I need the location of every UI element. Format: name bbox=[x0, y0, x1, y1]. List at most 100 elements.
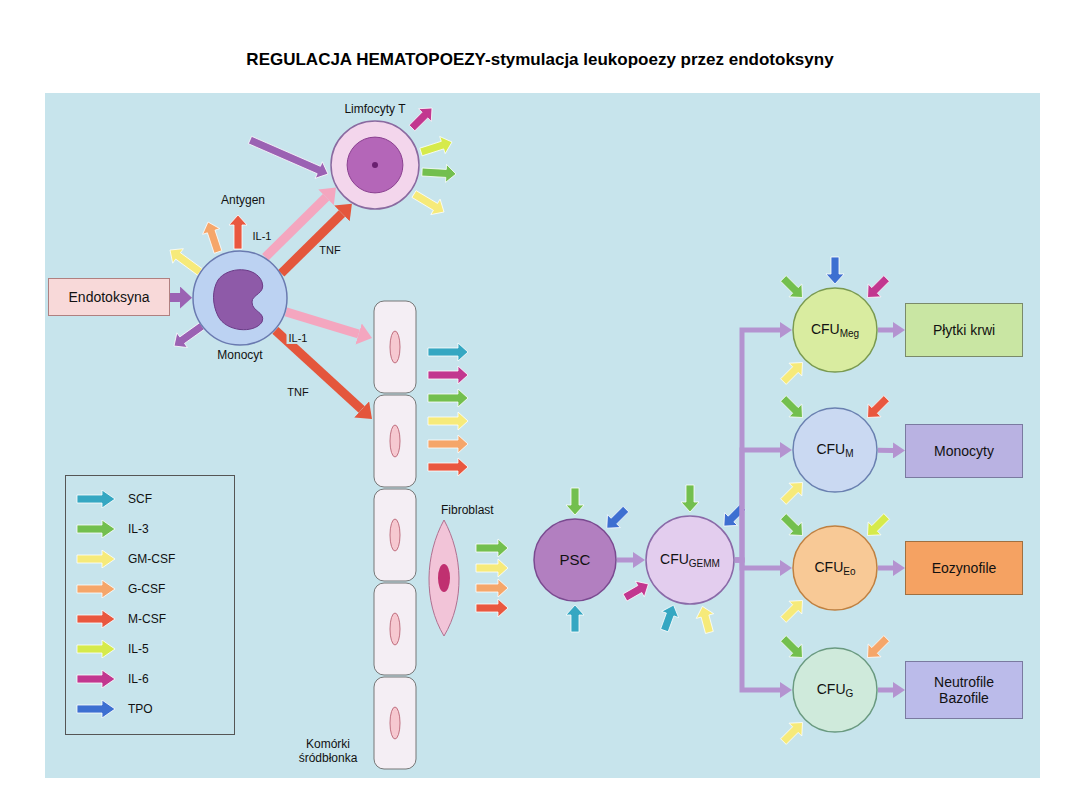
node-text-group: Endotoksyna bbox=[69, 289, 150, 305]
connector-arrow bbox=[170, 293, 180, 302]
cytokine-arrow bbox=[248, 136, 328, 178]
legend-row: SCF bbox=[76, 490, 152, 508]
cytokine-arrow bbox=[661, 605, 679, 632]
cell-circle bbox=[793, 648, 877, 732]
node-outline bbox=[372, 300, 418, 770]
subscript-text: GEMM bbox=[689, 558, 720, 569]
legend-arrow bbox=[77, 520, 115, 538]
legend-arrow bbox=[77, 640, 115, 658]
node-text: Neutrofile Bazofile bbox=[934, 674, 994, 706]
node-text: CFU bbox=[814, 559, 843, 575]
legend-text: IL-6 bbox=[128, 672, 149, 686]
cytokine-arrow bbox=[476, 559, 508, 577]
cytokine-arrow bbox=[203, 222, 222, 253]
cytokine-arrow bbox=[781, 396, 803, 418]
cell-nucleus bbox=[390, 707, 400, 739]
legend-text: G-CSF bbox=[128, 582, 165, 596]
legend-arrow bbox=[77, 670, 115, 688]
endothelium-column: Komórki śródbłonka bbox=[372, 300, 418, 770]
node-text: CFU bbox=[660, 551, 689, 567]
progenitor-cell: CFUEo bbox=[792, 525, 878, 611]
subscript-text: Meg bbox=[840, 328, 859, 339]
legend-swatch bbox=[76, 610, 116, 628]
product-box: Płytki krwi bbox=[905, 303, 1023, 357]
nucleolus bbox=[372, 162, 378, 168]
legend-row: M-CSF bbox=[76, 610, 166, 628]
node-text: Monocyty bbox=[934, 443, 994, 459]
cytokine-arrow bbox=[229, 215, 247, 249]
node-text-group: Eozynofile bbox=[932, 560, 997, 576]
cell-nucleus bbox=[390, 331, 400, 363]
cell-membrane bbox=[193, 251, 287, 345]
legend-swatch bbox=[76, 520, 116, 538]
cytokine-arrow bbox=[623, 581, 648, 601]
node-text: CFU bbox=[817, 681, 846, 697]
node-text: Eozynofile bbox=[932, 560, 997, 576]
subscript-text: Eo bbox=[843, 566, 855, 577]
fibroblast-body bbox=[429, 520, 459, 636]
connector-arrow bbox=[275, 330, 361, 409]
progenitor-cell: CFUMeg bbox=[792, 287, 878, 373]
node-text: CFU bbox=[811, 321, 840, 337]
subscript-text: G bbox=[846, 688, 854, 699]
node-text-group: Monocyty bbox=[934, 443, 994, 459]
cell-label: Monocyt bbox=[217, 349, 262, 363]
cytokine-arrow bbox=[566, 605, 584, 632]
legend-row: TPO bbox=[76, 700, 153, 718]
cytokine-arrow bbox=[781, 601, 803, 623]
legend-swatch bbox=[76, 640, 116, 658]
legend-text: SCF bbox=[128, 492, 152, 506]
cytokine-label: IL-1 bbox=[287, 332, 310, 344]
connector-arrow bbox=[878, 688, 893, 693]
legend-text: IL-5 bbox=[128, 642, 149, 656]
progenitor-cell: CFUM bbox=[792, 407, 878, 493]
cytokine-arrow bbox=[428, 435, 468, 453]
cytokine-arrow bbox=[409, 108, 432, 131]
legend-row: IL-3 bbox=[76, 520, 149, 538]
endothelial-cell bbox=[374, 301, 416, 393]
cell-nucleus bbox=[347, 137, 403, 193]
cell-circle bbox=[793, 526, 877, 610]
cytokine-arrow bbox=[428, 412, 468, 430]
cytokine-arrow bbox=[681, 485, 699, 512]
cell-circle bbox=[793, 408, 877, 492]
legend-swatch bbox=[76, 550, 116, 568]
node-text: Endotoksyna bbox=[69, 289, 150, 305]
node-text-group: CFUMeg bbox=[811, 321, 859, 340]
cell-circle bbox=[793, 288, 877, 372]
cell-nucleus bbox=[390, 425, 400, 457]
product-box: Eozynofile bbox=[905, 541, 1023, 595]
cytokine-arrow bbox=[781, 363, 803, 385]
cytokine-arrow bbox=[868, 636, 890, 658]
legend-text: IL-3 bbox=[128, 522, 149, 536]
cytokine-arrow bbox=[428, 366, 468, 384]
node-text-group: CFUG bbox=[817, 681, 854, 700]
cell-nucleus bbox=[438, 564, 450, 592]
cytokine-arrow bbox=[781, 483, 803, 505]
cell-nucleus bbox=[390, 613, 400, 645]
stem-cell: PSC bbox=[533, 518, 617, 602]
endothelial-cell bbox=[374, 395, 416, 487]
cell-label: Limfocyty T bbox=[344, 103, 405, 117]
node-text-group: CFUGEMM bbox=[660, 551, 720, 570]
cytokine-label: TNF bbox=[285, 386, 310, 398]
node-text-group: Płytki krwi bbox=[933, 322, 995, 338]
legend-row: GM-CSF bbox=[76, 550, 175, 568]
node-text: Płytki krwi bbox=[933, 322, 995, 338]
cell-label: Komórki śródbłonka bbox=[290, 738, 366, 766]
node-outline bbox=[330, 120, 420, 210]
fibroblast-cell: Fibroblast bbox=[421, 520, 467, 636]
connector-arrow bbox=[735, 560, 780, 690]
cytokine-arrow bbox=[781, 723, 803, 745]
cell-nucleus bbox=[390, 519, 400, 551]
legend-arrow bbox=[77, 550, 115, 568]
endothelial-cell bbox=[374, 489, 416, 581]
cytokine-arrow bbox=[476, 599, 508, 617]
node-text-group: PSC bbox=[560, 551, 591, 568]
diagram-title: REGULACJA HEMATOPOEZY-stymulacja leukopo… bbox=[0, 50, 1080, 70]
connector-arrow bbox=[281, 213, 342, 273]
legend-row: G-CSF bbox=[76, 580, 165, 598]
cytokine-label: TNF bbox=[317, 244, 342, 256]
cytokine-arrow bbox=[696, 606, 713, 633]
